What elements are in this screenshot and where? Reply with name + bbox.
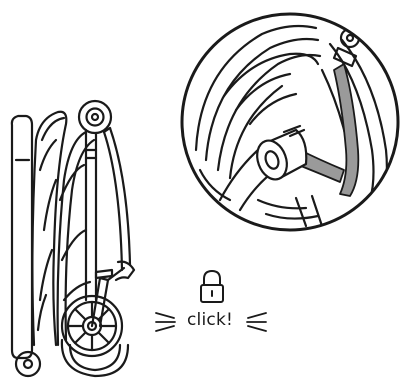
folded-stroller [12,101,134,376]
magnified-detail [182,14,398,230]
click-sound-lines-right [247,313,266,331]
click-sound-lines-left [156,313,175,331]
click-label: click! [184,310,236,330]
padlock-locked-icon [201,271,223,302]
